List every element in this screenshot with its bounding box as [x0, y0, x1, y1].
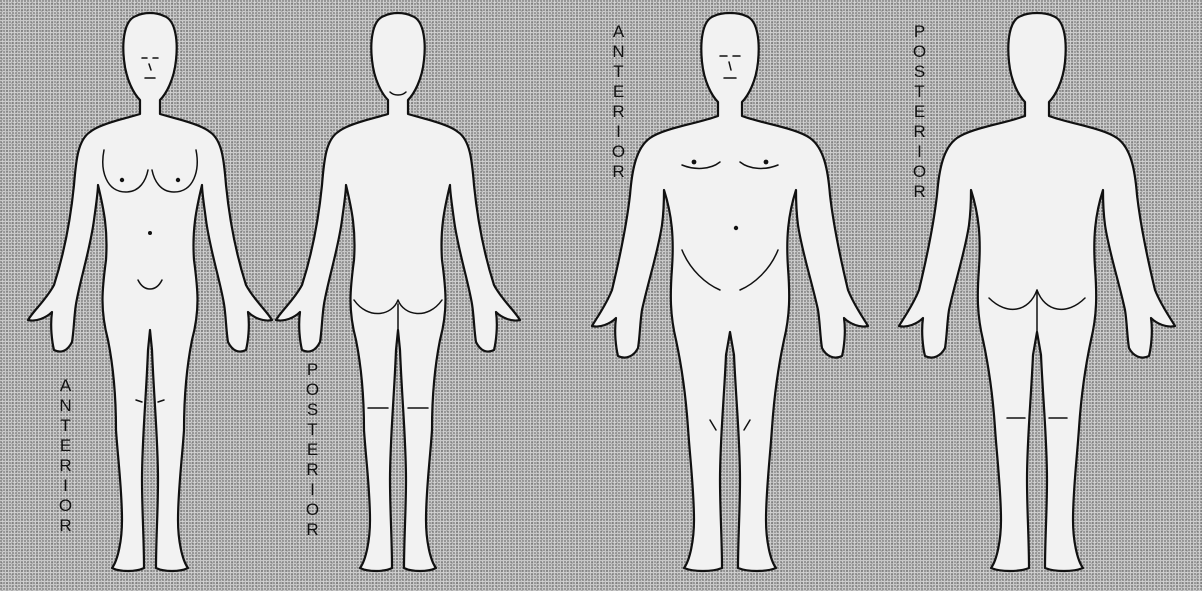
male-anterior-figure	[592, 13, 868, 571]
female-anterior-label: ANTERIOR	[56, 376, 74, 536]
female-posterior-label: POSTERIOR	[303, 360, 321, 540]
male-posterior-figure	[899, 13, 1175, 571]
male-anterior-label: ANTERIOR	[609, 22, 627, 182]
male-posterior-label: POSTERIOR	[910, 22, 928, 202]
